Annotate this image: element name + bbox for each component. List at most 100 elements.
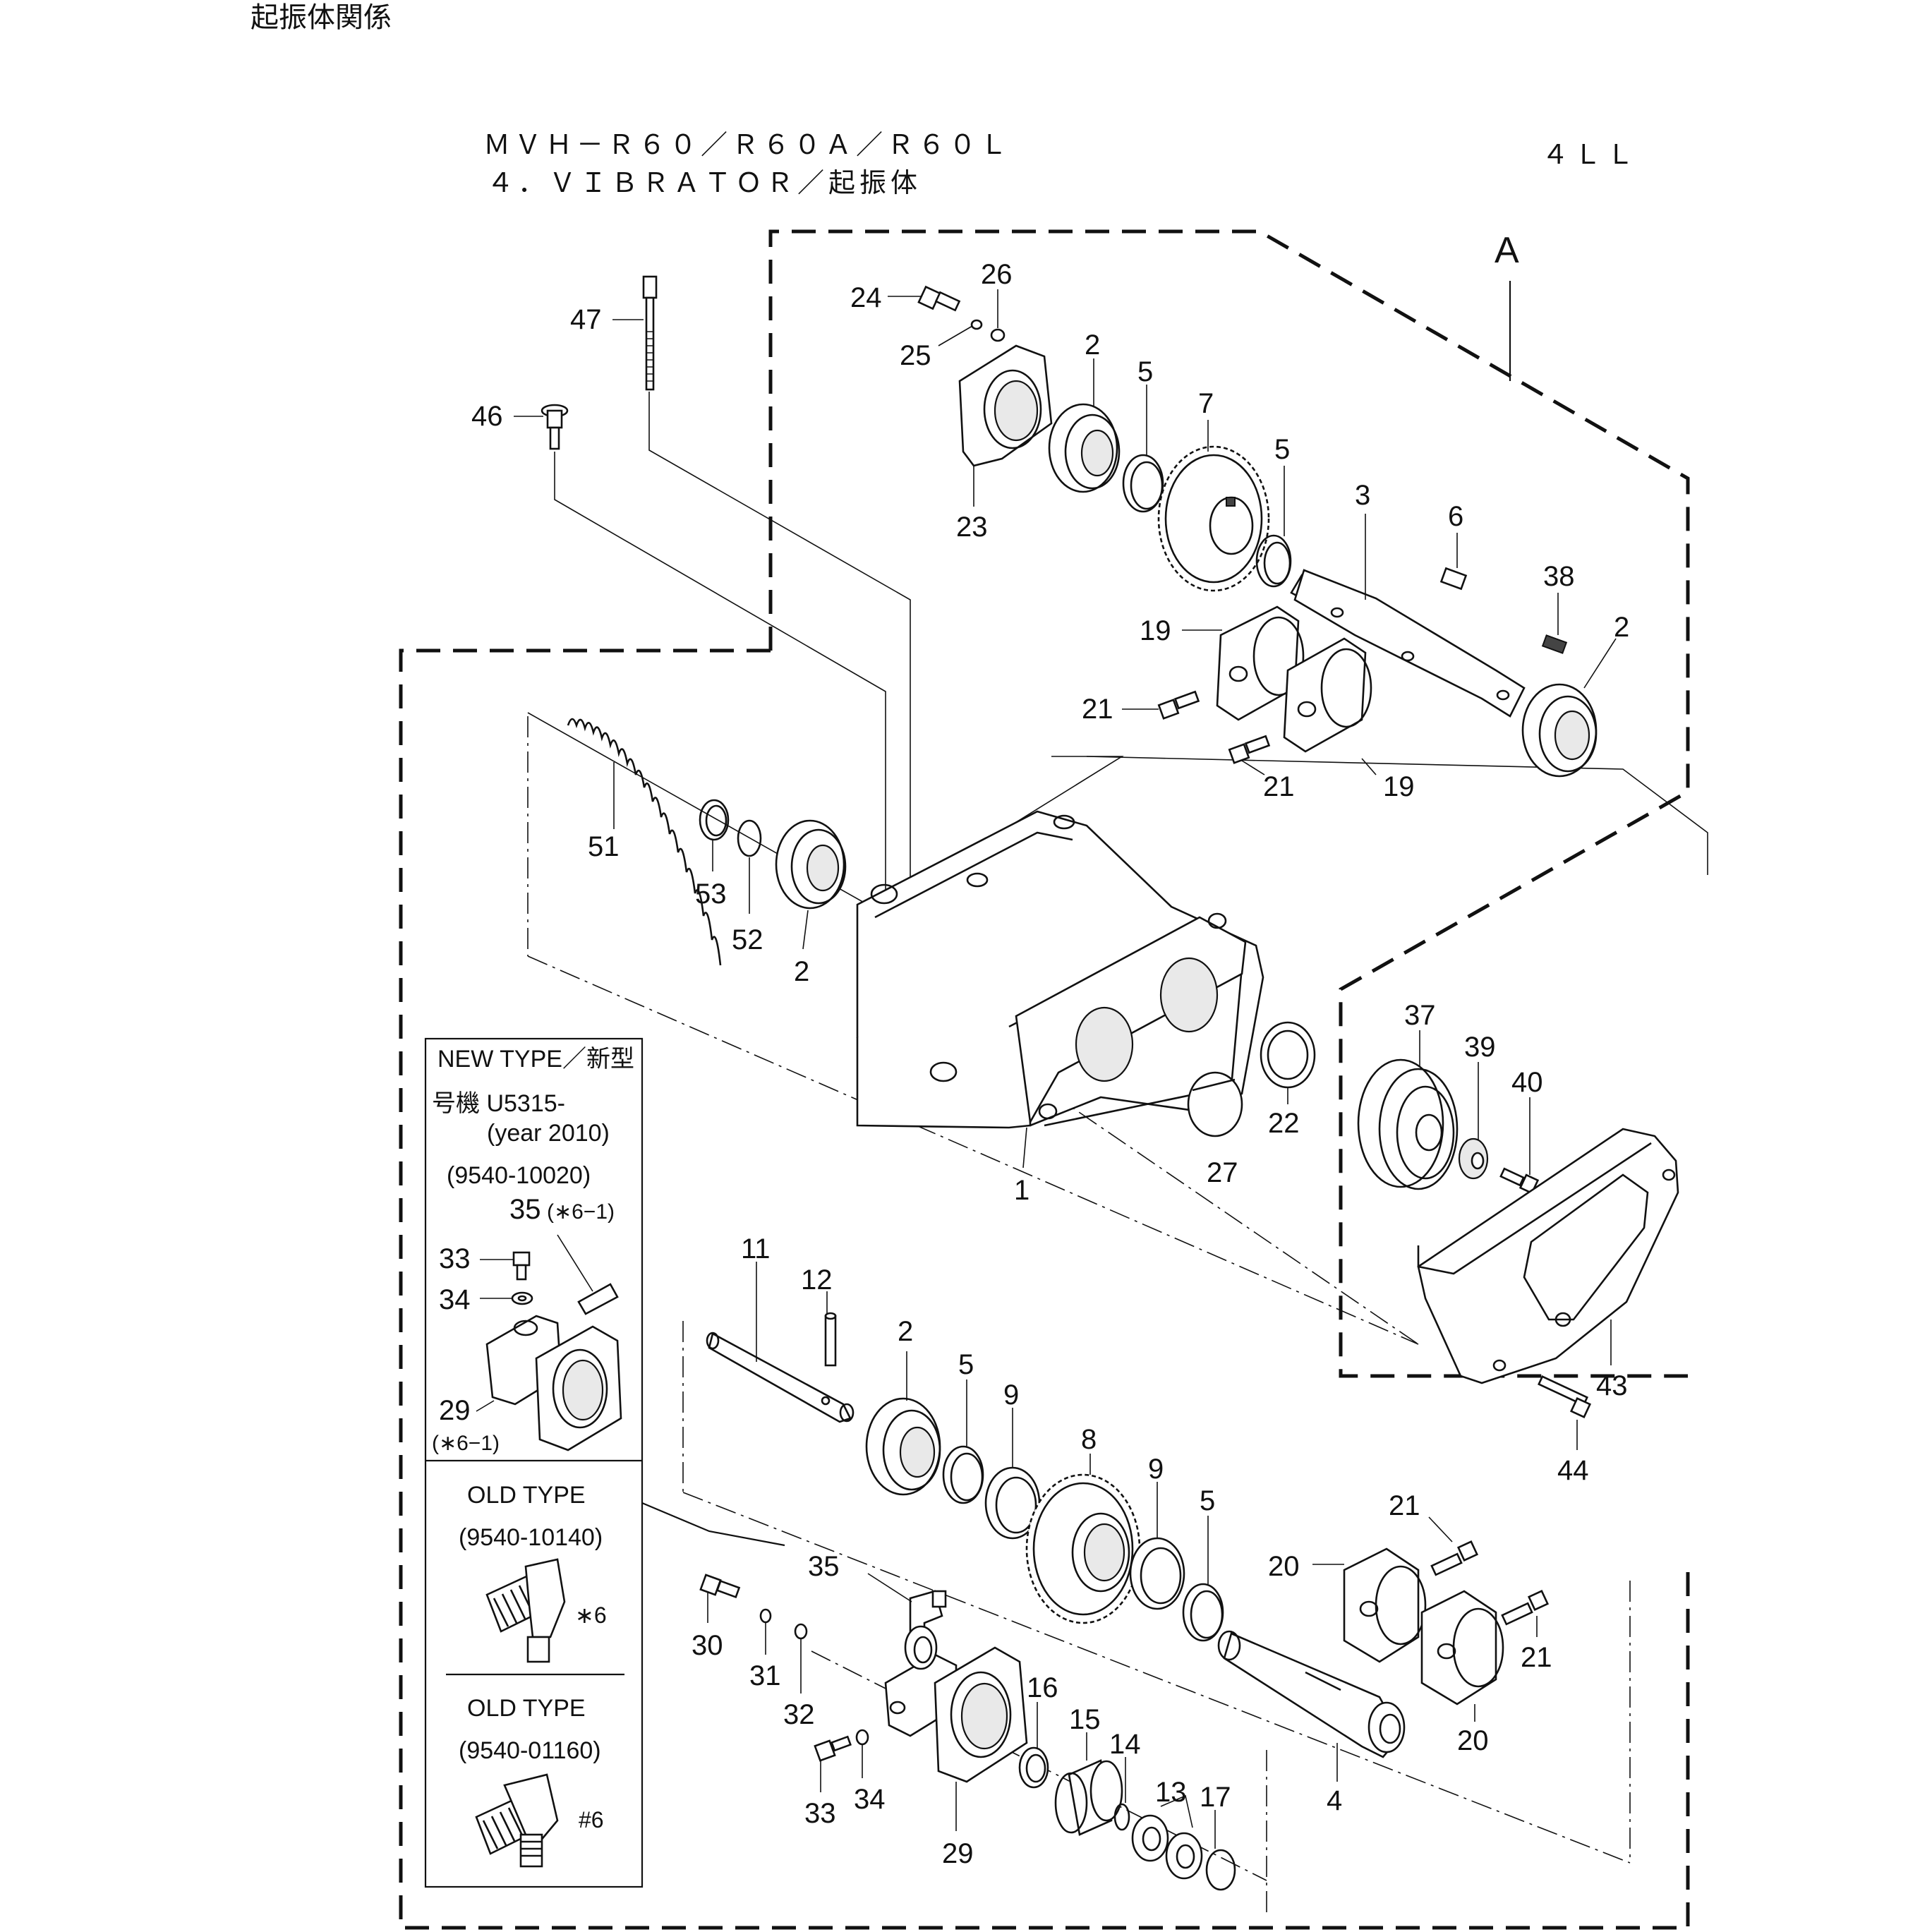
washer-39	[1458, 1137, 1489, 1180]
callout-4: 4	[1327, 1785, 1342, 1816]
key-38	[1541, 634, 1568, 654]
eccentric-weight-19-right	[1283, 637, 1372, 753]
new-type-note-29: (∗6−1)	[432, 1432, 500, 1455]
chain-line	[527, 955, 1419, 1345]
old-type-1-note: ∗6	[575, 1602, 607, 1628]
callout-29: 29	[942, 1838, 974, 1869]
oil-seal-22	[1260, 1021, 1316, 1089]
callout-9a: 9	[1003, 1379, 1019, 1411]
callout-2a: 2	[1085, 330, 1100, 361]
callout-32: 32	[783, 1699, 815, 1730]
leader-19b	[1361, 758, 1377, 775]
callout-43: 43	[1596, 1370, 1628, 1401]
callout-26: 26	[981, 259, 1013, 290]
old-type-2-note: #6	[579, 1807, 604, 1833]
bushing-15	[1054, 1759, 1123, 1836]
callout-3: 3	[1355, 480, 1370, 511]
key-6	[1439, 567, 1468, 591]
assembly-a-boundary	[768, 229, 1690, 1378]
snap-ring-52	[737, 819, 762, 857]
callout-11: 11	[741, 1233, 771, 1264]
callout-16: 16	[1027, 1672, 1058, 1703]
callout-31: 31	[749, 1660, 781, 1691]
bolt46-guide	[554, 452, 886, 903]
callout-19b: 19	[1383, 771, 1415, 802]
callout-2c: 2	[794, 956, 809, 987]
old-type-box-2: OLD TYPE (9540-01160) #6	[459, 1695, 604, 1868]
model-title: ＭＶＨ－Ｒ６０／Ｒ６０Ａ／Ｒ６０Ｌ	[483, 129, 1011, 160]
long-bolt-47	[642, 275, 658, 391]
bolt-21-c	[1430, 1540, 1479, 1576]
gear-7	[1157, 445, 1270, 592]
callout-13: 13	[1155, 1777, 1187, 1808]
new-type-title: NEW TYPE／新型	[437, 1046, 634, 1073]
callout-21a: 21	[1082, 694, 1113, 725]
callout-46: 46	[471, 401, 503, 432]
bearing-13	[1131, 1814, 1203, 1880]
diagram-subtitle: ４．ＶＩＢＲＡＴＯＲ／起振体	[487, 167, 922, 198]
bearing-housing-23	[958, 344, 1053, 467]
ball-bearing-2-lower	[865, 1397, 941, 1496]
old-type-1-part-no: (9540-10140)	[459, 1524, 603, 1551]
leader-21c	[1428, 1516, 1453, 1542]
plug-27	[1187, 1071, 1243, 1137]
vibrator-case	[856, 810, 1264, 1129]
callout-12: 12	[801, 1264, 833, 1296]
ball-bearing-2-case	[775, 819, 847, 910]
eccentric-shaft-4	[1217, 1630, 1406, 1758]
callout-15: 15	[1069, 1704, 1101, 1735]
callout-20b: 20	[1457, 1725, 1489, 1756]
callout-21c: 21	[1389, 1490, 1420, 1521]
callout-51: 51	[588, 831, 620, 862]
callout-17: 17	[1200, 1782, 1231, 1813]
inset-pointer	[641, 1502, 785, 1547]
old-type-2-part-no: (9540-01160)	[459, 1737, 601, 1764]
leader-35	[867, 1573, 912, 1602]
eccentric-shaft-3	[1290, 569, 1526, 718]
callout-7: 7	[1198, 388, 1214, 419]
eccentric-weight-20-a	[1343, 1547, 1427, 1663]
callout-22: 22	[1268, 1108, 1300, 1139]
washer-53	[699, 799, 730, 841]
eccentric-weight-20-b	[1420, 1590, 1504, 1705]
washer-25	[970, 319, 983, 330]
callout-1: 1	[1014, 1175, 1030, 1206]
eccentric-weight-19-left	[1216, 605, 1305, 721]
bolt-24	[917, 285, 961, 312]
pin-12	[824, 1312, 837, 1367]
ball-bearing-2-right	[1521, 683, 1598, 778]
callout-44: 44	[1557, 1455, 1589, 1486]
new-type-label-35: 35	[509, 1194, 541, 1225]
spring-51	[567, 718, 722, 966]
snap-ring-5-lower-a	[942, 1445, 984, 1504]
callout-20a: 20	[1268, 1551, 1300, 1582]
bolt-21-a	[1157, 690, 1200, 720]
leader-21b	[1241, 760, 1265, 775]
inset-frame	[424, 1037, 644, 1888]
callout-9b: 9	[1148, 1454, 1164, 1485]
belt-cover-43	[1417, 1128, 1679, 1384]
old-type-2-title: OLD TYPE	[467, 1695, 586, 1722]
ball-bearing-2-upper	[1048, 403, 1121, 493]
chain-line	[1049, 1092, 1419, 1345]
lower-assembly-boundary	[399, 648, 1690, 1930]
callout-24: 24	[850, 282, 882, 313]
callout-23: 23	[956, 512, 988, 543]
bolt-33	[814, 1735, 852, 1762]
grease-elbow-35	[909, 1590, 947, 1638]
callout-53: 53	[695, 879, 727, 910]
callout-21b: 21	[1263, 771, 1295, 802]
shaft-11	[706, 1332, 855, 1423]
washer-26	[990, 328, 1006, 342]
ring-31	[759, 1608, 772, 1624]
chain-line	[682, 1492, 1631, 1864]
callout-2b: 2	[1614, 612, 1629, 643]
callout-47: 47	[570, 304, 602, 335]
callout-2d: 2	[898, 1316, 913, 1347]
callout-35: 35	[808, 1551, 840, 1582]
callout-30: 30	[692, 1630, 723, 1661]
leader-1	[1022, 1127, 1027, 1169]
new-type-box: NEW TYPE／新型 号機 U5315- (year 2010) (9540-…	[432, 1046, 634, 1455]
bolt-21-b	[1228, 735, 1271, 764]
